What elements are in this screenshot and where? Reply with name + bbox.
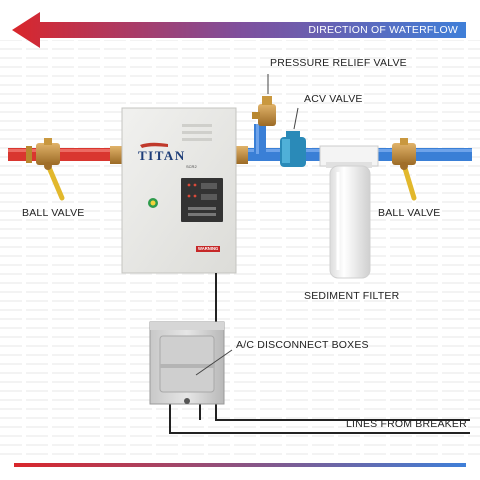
flow-direction-label: DIRECTION OF WATERFLOW — [308, 24, 458, 36]
label-acv-valve: ACV VALVE — [304, 93, 363, 105]
tankless-water-heater — [121, 107, 237, 274]
label-pressure-relief-valve: PRESSURE RELIEF VALVE — [270, 57, 407, 69]
warning-sticker: WARNING — [196, 246, 221, 252]
pressure-relief-valve — [252, 96, 276, 126]
power-line-2 — [169, 400, 470, 434]
outlet-pipe-hot — [8, 146, 120, 163]
label-ball-valve-right: BALL VALVE — [378, 207, 441, 219]
heater-brand: TITAN — [138, 148, 186, 163]
leader-line-acv — [293, 107, 299, 130]
label-disconnect-boxes: A/C DISCONNECT BOXES — [236, 339, 369, 351]
label-lines-from-breaker: LINES FROM BREAKER — [346, 418, 467, 430]
electrical-box — [149, 321, 225, 405]
heater-fitting-right — [234, 146, 248, 164]
arrow-left-icon — [12, 12, 466, 48]
label-ball-valve-left: BALL VALVE — [22, 207, 85, 219]
logo-swoosh — [140, 142, 168, 148]
watermark-texture — [0, 40, 480, 460]
bottom-flow-bar — [14, 463, 466, 467]
water-filter-housing — [319, 145, 379, 279]
label-sediment-filter: SEDIMENT FILTER — [304, 290, 400, 302]
leader-line-disconnect — [195, 349, 233, 376]
ball-valve-right — [392, 138, 417, 201]
acv-valve — [280, 131, 306, 167]
ball-valve-left — [36, 138, 65, 201]
heater-model: SCR2 — [186, 164, 197, 169]
heater-fitting-left — [110, 146, 124, 164]
